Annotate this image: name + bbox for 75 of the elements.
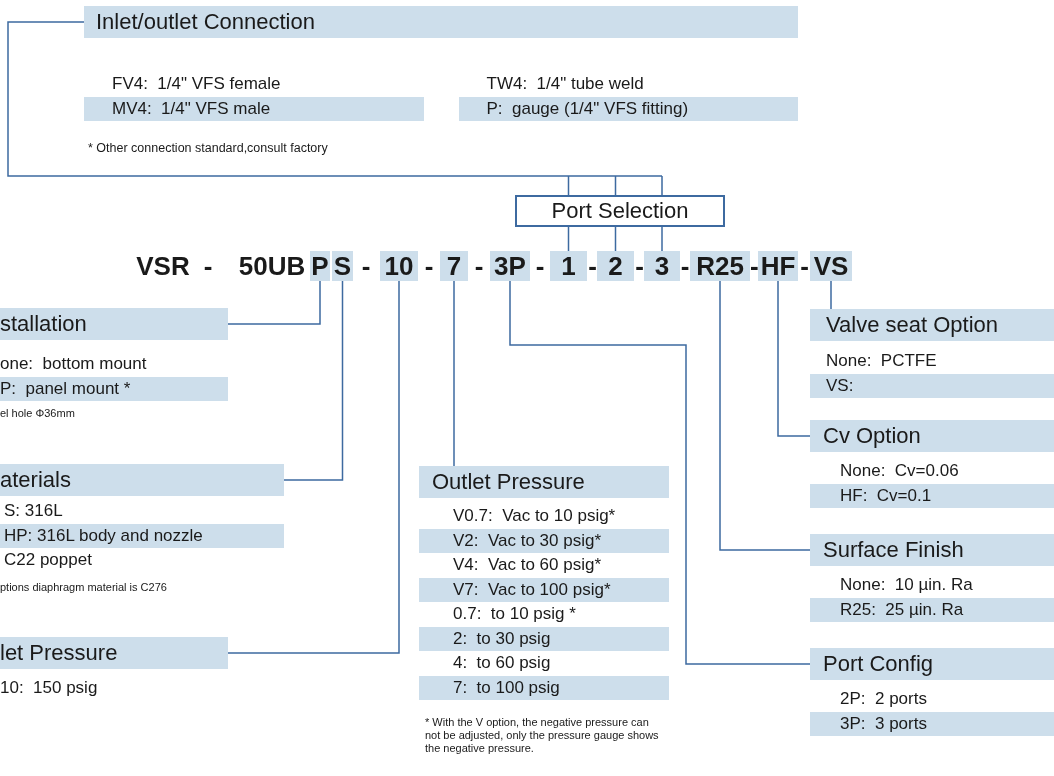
option-row: HF: Cv=0.1 [810, 483, 1054, 508]
option-row-text: V0.7: Vac to 10 psig* [452, 505, 617, 527]
code-separator: - [799, 251, 810, 281]
connector-line [830, 280, 832, 310]
code-separator: - [635, 251, 644, 281]
option-row-text: C22 poppet [3, 549, 93, 571]
option-row-text: None: Cv=0.06 [839, 460, 960, 482]
connector-line [509, 280, 811, 665]
footnote: ptions diaphragm material is C276 [0, 580, 168, 594]
option-row: 2: to 30 psig [419, 626, 669, 651]
section-heading: stallation [0, 308, 228, 340]
model-code-text: VSR [135, 251, 191, 281]
section-heading: aterials [0, 464, 284, 496]
option-row: P: gauge (1/4" VFS fitting) [458, 96, 798, 121]
code-separator: - [360, 251, 372, 281]
code-segment: P [310, 251, 330, 281]
model-code-text: 50UB [237, 251, 307, 281]
option-row: V7: Vac to 100 psig* [419, 577, 669, 602]
option-row-text: 10: 150 psig [0, 677, 99, 699]
section-heading: Inlet/outlet Connection [84, 6, 798, 38]
option-row-text: one: bottom mount [0, 353, 148, 375]
code-segment: 1 [550, 251, 587, 281]
code-segment: 3P [490, 251, 530, 281]
option-row: HP: 316L body and nozzle [0, 523, 284, 548]
connector-line [719, 280, 811, 551]
connector-line [227, 280, 321, 325]
code-segment: VS [810, 251, 852, 281]
connector-line [283, 280, 344, 481]
connector-line [661, 226, 663, 252]
code-separator: - [680, 251, 690, 281]
section-heading: Cv Option [810, 420, 1054, 452]
footnote: el hole Φ36mm [0, 407, 76, 421]
code-separator: - [534, 251, 546, 281]
code-separator: - [423, 251, 435, 281]
code-segment: S [332, 251, 353, 281]
connector-line [614, 226, 617, 252]
code-segment: 10 [380, 251, 418, 281]
section-heading: Port Config [810, 648, 1054, 680]
connector-line [567, 226, 570, 252]
code-segment: 3 [644, 251, 680, 281]
section-heading: Surface Finish [810, 534, 1054, 566]
option-row-text: 2P: 2 ports [839, 688, 928, 710]
option-row: 7: to 100 psig [419, 675, 669, 700]
code-segment: 2 [597, 251, 634, 281]
section-heading: Outlet Pressure [419, 466, 669, 498]
option-row-text: FV4: 1/4" VFS female [111, 73, 282, 95]
option-row-text: S: 316L [3, 500, 64, 522]
option-row: R25: 25 µin. Ra [810, 597, 1054, 622]
option-row-text: 0.7: to 10 psig * [452, 603, 577, 625]
option-row: VS: [810, 373, 1054, 398]
option-row-text: None: 10 µin. Ra [839, 574, 974, 596]
connector-line [7, 21, 663, 196]
port-selection-box: Port Selection [515, 195, 725, 227]
option-row: V2: Vac to 30 psig* [419, 528, 669, 553]
connector-line [777, 280, 811, 437]
footnote: * Other connection standard,consult factory [87, 141, 329, 156]
code-segment: HF [758, 251, 798, 281]
connector-line [227, 280, 400, 654]
footnote: * With the V option, the negative pressure can not be adjusted, only the pressure gauge shows the negative pressure. [424, 716, 660, 756]
section-heading: Valve seat Option [810, 309, 1054, 341]
option-row: 3P: 3 ports [810, 711, 1054, 736]
option-row-text: V4: Vac to 60 psig* [452, 554, 603, 576]
option-row: P: panel mount * [0, 376, 228, 401]
code-separator: - [588, 251, 597, 281]
code-separator: - [202, 251, 214, 281]
option-row: MV4: 1/4" VFS male [84, 96, 424, 121]
section-heading: let Pressure [0, 637, 228, 669]
code-separator: - [750, 251, 758, 281]
option-row-text: TW4: 1/4" tube weld [485, 73, 645, 95]
code-segment: 7 [440, 251, 468, 281]
code-separator: - [473, 251, 485, 281]
option-row-text: None: PCTFE [825, 350, 938, 372]
code-segment: R25 [690, 251, 750, 281]
connector-line [453, 280, 455, 467]
option-row-text: 4: to 60 psig [452, 652, 552, 674]
